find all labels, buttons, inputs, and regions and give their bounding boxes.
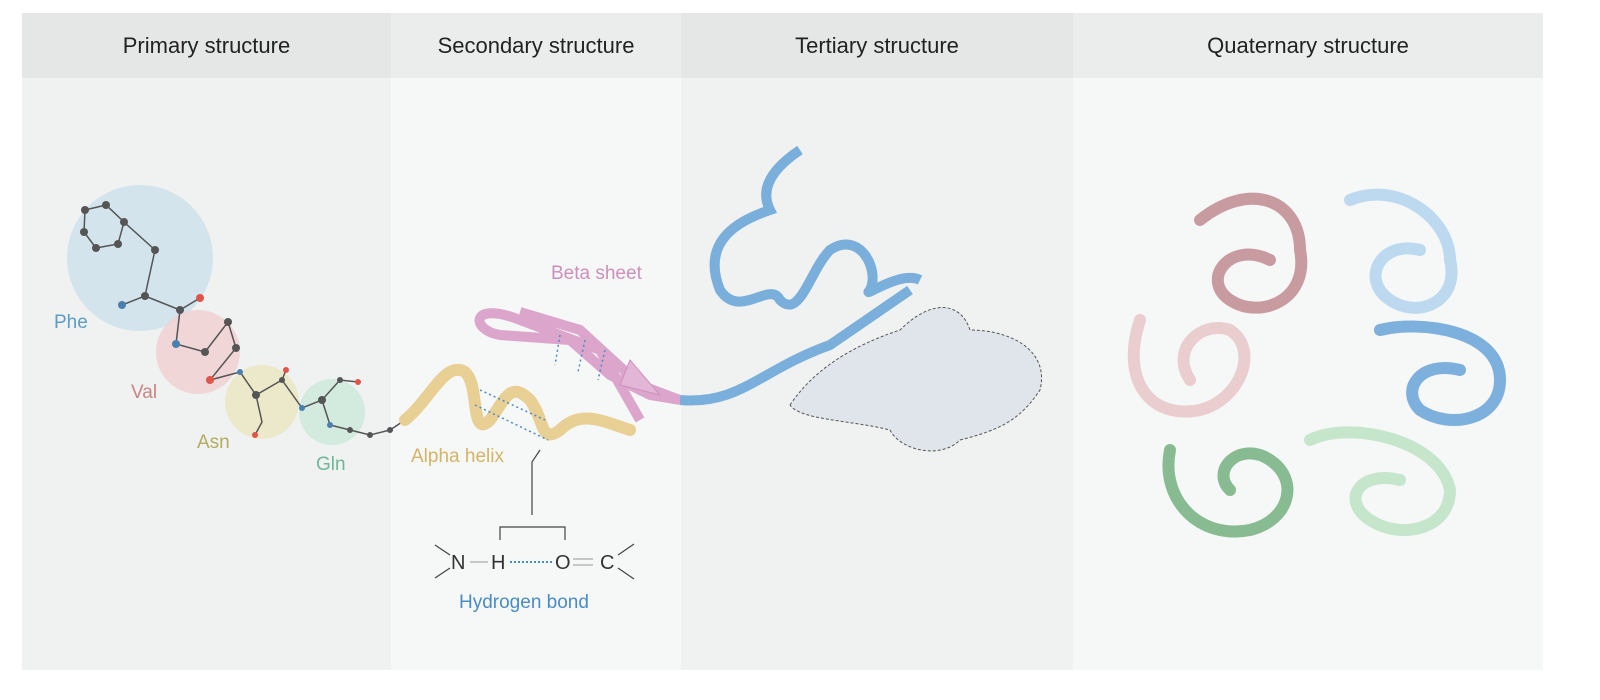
- tertiary-ribbon: [679, 145, 923, 406]
- panel-title: Quaternary structure: [1073, 13, 1543, 78]
- atom-c: C: [600, 552, 614, 574]
- panel-quaternary: Quaternary structure: [1073, 13, 1543, 670]
- residue-label-phe: Phe: [54, 312, 88, 333]
- panel-title: Tertiary structure: [681, 13, 1073, 78]
- hbond-diagram: [434, 449, 635, 580]
- alpha-helix: [399, 363, 636, 441]
- residue-label-asn: Asn: [197, 432, 230, 453]
- atom-n: N: [451, 552, 465, 574]
- beta-sheet: [474, 307, 682, 423]
- residue-label-val: Val: [131, 382, 158, 403]
- quaternary-chains: [1127, 188, 1507, 538]
- atom-h: H: [491, 552, 505, 574]
- hydrogen-bond-lines: [474, 334, 606, 441]
- alpha-helix-label: Alpha helix: [411, 446, 504, 467]
- residue-label-gln: Gln: [316, 454, 346, 475]
- residue-circles: [67, 185, 365, 445]
- panel-title: Primary structure: [22, 13, 391, 78]
- panel-primary: Primary structure: [22, 13, 391, 670]
- beta-sheet-label: Beta sheet: [551, 263, 642, 284]
- atom-o: O: [555, 552, 571, 574]
- tertiary-ghost: [789, 307, 1042, 452]
- panel-title: Secondary structure: [391, 13, 681, 78]
- atoms: [80, 201, 393, 438]
- hydrogen-bond-label: Hydrogen bond: [459, 592, 589, 613]
